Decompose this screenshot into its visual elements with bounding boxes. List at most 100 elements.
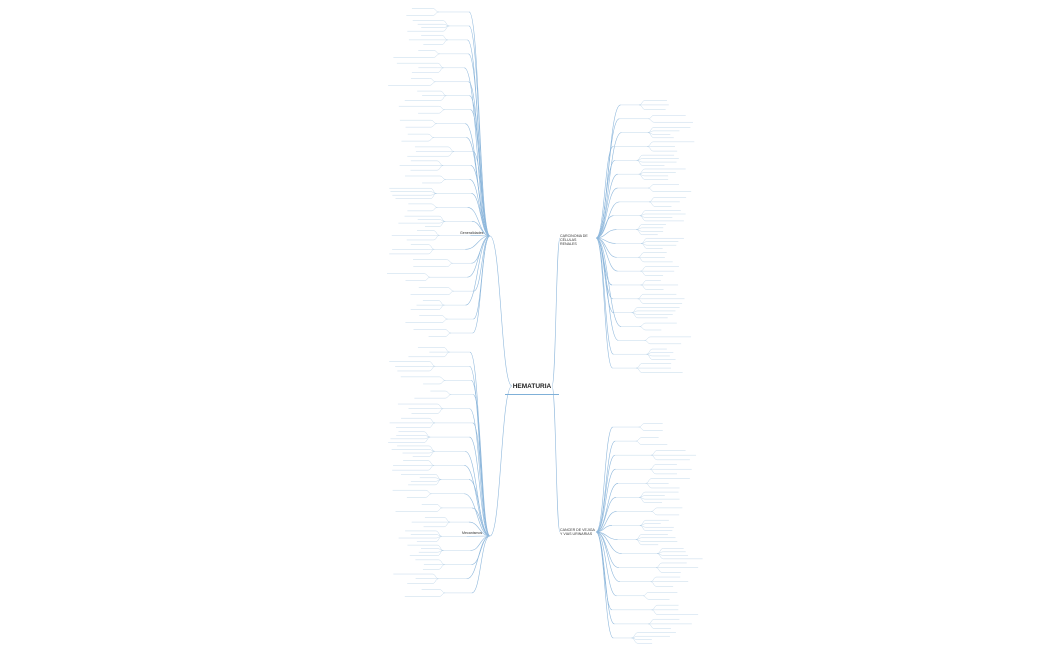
car-s3-2 [647, 146, 654, 152]
gen-c7 [470, 109, 491, 237]
car-s14-2 [637, 298, 644, 304]
gen-s5-1 [429, 81, 436, 86]
car-s14-0 [637, 294, 644, 299]
connector-mecanismos [489, 385, 513, 537]
car-s18-3 [646, 354, 653, 360]
vej-s6-1 [651, 511, 658, 516]
mec-s17-1 [439, 592, 446, 597]
vej-c1 [595, 440, 616, 533]
connector-generalidades [489, 235, 513, 387]
mec-s1-0 [429, 361, 436, 367]
gen-s5-0 [429, 78, 436, 82]
branch-carcinoma-renal[interactable]: CARCINOMA DE CÉLULAS RENALES [560, 234, 588, 247]
vej-s4-0 [645, 478, 652, 484]
car-c3 [595, 146, 614, 239]
gen-s0-0 [432, 8, 439, 13]
car-s13-2 [640, 284, 647, 290]
vej-c0 [595, 426, 614, 533]
gen-c21 [465, 235, 491, 306]
vej-s4-2 [645, 483, 652, 489]
mec-s0-2 [443, 351, 450, 357]
gen-s2-2 [441, 39, 448, 45]
mec-s4-0 [437, 403, 444, 409]
vej-c4 [595, 482, 619, 533]
gen-s6-0 [440, 90, 447, 96]
branch-cancer-vejiga[interactable]: CANCER DE VEJIGA Y VIAS URINARIAS [560, 528, 595, 537]
mec-s6-3 [424, 436, 431, 443]
vej-c11 [595, 531, 621, 583]
gen-s22-0 [441, 315, 448, 320]
car-s12-2 [640, 270, 647, 276]
mec-c6 [469, 436, 491, 537]
gen-c1 [468, 25, 491, 237]
mec-s5-2 [428, 422, 436, 428]
mec-s3-1 [445, 394, 452, 399]
gen-s19-1 [424, 277, 431, 281]
car-c6 [595, 187, 618, 239]
mec-c11 [471, 507, 491, 537]
car-s15-3 [631, 312, 638, 319]
vej-c12 [595, 531, 617, 597]
gen-s8-0 [430, 119, 437, 124]
car-c4 [595, 160, 616, 239]
vej-c6 [595, 511, 617, 533]
gen-s21-2 [438, 304, 445, 310]
mec-s0-0 [443, 347, 450, 353]
gen-c0 [468, 11, 491, 237]
vej-s14-2 [648, 623, 655, 629]
mec-s2-1 [439, 380, 446, 385]
gen-s1-3 [443, 25, 450, 32]
car-c17 [595, 237, 619, 341]
gen-s10-0 [448, 146, 455, 152]
car-s6-0 [648, 184, 655, 189]
gen-s19-0 [424, 273, 431, 278]
car-s7-0 [649, 197, 656, 203]
mec-c5 [472, 422, 491, 537]
car-s16-0 [639, 322, 646, 327]
central-topic[interactable]: HEMATURIA [505, 380, 559, 395]
vej-s10-0 [655, 562, 663, 568]
mec-s16-0 [432, 573, 439, 579]
gen-s20-1 [447, 290, 454, 295]
vej-s13-2 [651, 609, 658, 615]
vej-s15-3 [631, 637, 638, 644]
car-s19-0 [636, 363, 643, 369]
gen-s4-2 [437, 67, 444, 73]
mec-s7-3 [428, 451, 435, 457]
gen-c17 [465, 235, 491, 250]
car-s4-3 [636, 160, 643, 166]
mec-c17 [471, 535, 491, 594]
gen-s7-0 [438, 106, 445, 110]
mec-s8-2 [428, 465, 435, 471]
gen-s17-2 [428, 249, 435, 255]
car-s0-2 [639, 104, 646, 110]
gen-s15-3 [439, 221, 446, 227]
mec-s12-2 [444, 521, 451, 527]
car-s1-1 [648, 118, 655, 123]
vej-s5-3 [639, 497, 646, 503]
vej-s8-3 [635, 539, 642, 545]
vej-s1-0 [635, 437, 642, 442]
gen-s23-1 [444, 332, 452, 337]
car-s6-1 [648, 187, 655, 192]
gen-s12-1 [439, 179, 446, 184]
gen-s18-1 [446, 263, 453, 267]
gen-s9-1 [428, 137, 435, 142]
vej-c15 [595, 531, 614, 639]
branch-mecanismos[interactable]: Mecanismos [462, 531, 483, 535]
vej-s14-0 [648, 619, 655, 625]
car-s2-3 [647, 132, 654, 138]
branch-generalidades[interactable]: Generalidades [460, 231, 484, 235]
gen-c4 [464, 67, 491, 237]
leaf-lines [387, 8, 703, 644]
mec-c16 [466, 535, 491, 580]
car-s10-3 [641, 243, 648, 249]
vej-s2-2 [651, 454, 658, 461]
connector-lines [464, 11, 622, 639]
mec-s9-3 [435, 479, 442, 486]
gen-s17-0 [428, 244, 435, 250]
vej-s11-0 [650, 576, 657, 582]
car-s13-0 [640, 280, 647, 286]
mec-c3 [473, 394, 491, 537]
